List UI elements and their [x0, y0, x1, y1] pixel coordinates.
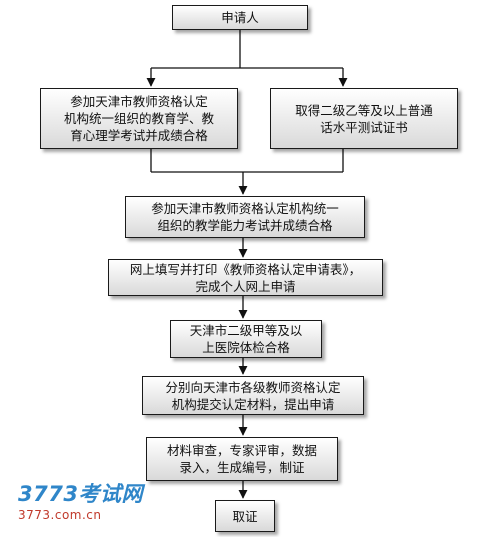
- watermark-logo: 3773考试网: [18, 482, 143, 506]
- node-review: 材料审查，专家评审，数据 录入，生成编号，制证: [146, 437, 338, 481]
- node-health-check: 天津市二级甲等及以 上医院体检合格: [170, 320, 322, 358]
- node-online-application: 网上填写并打印《教师资格认定申请表》， 完成个人网上申请: [108, 259, 383, 296]
- node-education-exam: 参加天津市教师资格认定 机构统一组织的教育学、教 育心理学考试并成绩合格: [40, 88, 238, 149]
- node-applicant: 申请人: [172, 5, 308, 30]
- node-submit-materials: 分别向天津市各级教师资格认定 机构提交认定材料，提出申请: [142, 376, 364, 415]
- node-teaching-ability-exam: 参加天津市教师资格认定机构统一 组织的教学能力考试并成绩合格: [125, 196, 365, 238]
- node-mandarin-cert: 取得二级乙等及以上普通 话水平测试证书: [270, 88, 458, 149]
- watermark-url: 3773.com.cn: [18, 508, 102, 522]
- node-obtain-cert: 取证: [215, 500, 275, 532]
